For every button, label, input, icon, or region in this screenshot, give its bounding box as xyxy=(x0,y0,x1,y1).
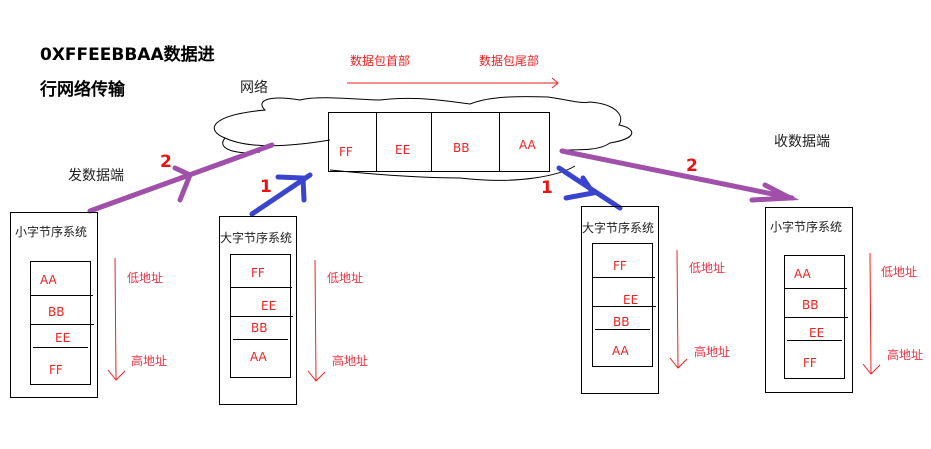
receiver-label: 收数据端 xyxy=(774,134,830,150)
system-title: 小字节序系统 xyxy=(15,225,88,239)
memory-block: AA BB EE FF xyxy=(784,255,848,379)
packet-tail-label: 数据包尾部 xyxy=(479,54,540,68)
memory-byte: AA xyxy=(794,267,811,281)
memory-block: AA BB EE FF xyxy=(30,261,94,385)
system-box: 小字节序系统 AA BB EE FF xyxy=(765,207,853,393)
memory-block: FF EE BB AA xyxy=(592,243,656,367)
network-label: 网络 xyxy=(240,80,268,96)
send-arrow-1 xyxy=(249,172,313,217)
system-title: 大字节序系统 xyxy=(582,221,655,235)
system-title: 大字节序系统 xyxy=(220,231,293,245)
high-address-label: 高地址 xyxy=(887,348,924,362)
memory-byte: BB xyxy=(613,315,630,329)
packet-byte: BB xyxy=(453,141,470,155)
step-number: 2 xyxy=(160,152,172,172)
receive-arrow-2 xyxy=(559,148,795,201)
network-packet: FF EE BB AA xyxy=(328,112,550,172)
memory-byte: BB xyxy=(251,321,268,335)
memory-byte: BB xyxy=(802,298,819,312)
memory-block: FF EE BB AA xyxy=(230,254,293,378)
memory-byte: AA xyxy=(612,344,629,358)
title-line-2: 行网络传输 xyxy=(40,80,125,100)
memory-byte: EE xyxy=(261,299,277,313)
memory-byte: FF xyxy=(613,259,627,273)
packet-byte: EE xyxy=(395,143,411,157)
memory-byte: AA xyxy=(40,273,57,287)
low-address-label: 低地址 xyxy=(881,265,918,279)
high-address-label: 高地址 xyxy=(694,345,731,359)
sender-label: 发数据端 xyxy=(68,168,124,184)
step-number: 1 xyxy=(260,177,272,197)
low-address-label: 低地址 xyxy=(127,271,164,285)
memory-byte: BB xyxy=(48,305,65,319)
memory-byte: FF xyxy=(251,266,265,280)
system-box: 大字节序系统 FF EE BB AA xyxy=(581,206,659,394)
step-number: 2 xyxy=(686,156,698,176)
low-address-label: 低地址 xyxy=(327,271,364,285)
packet-head-label: 数据包首部 xyxy=(350,54,411,68)
memory-byte: FF xyxy=(803,356,817,370)
system-title: 小字节序系统 xyxy=(770,220,843,234)
high-address-label: 高地址 xyxy=(332,354,369,368)
low-address-label: 低地址 xyxy=(689,261,726,275)
packet-byte: AA xyxy=(519,138,536,152)
memory-byte: EE xyxy=(55,331,71,345)
title-line-1: 0XFFEEBBAA数据进 xyxy=(40,45,215,65)
memory-byte: EE xyxy=(623,293,639,307)
system-box: 大字节序系统 FF EE BB AA xyxy=(219,216,297,405)
memory-byte: AA xyxy=(250,350,267,364)
system-box: 小字节序系统 AA BB EE FF xyxy=(10,212,98,398)
step-number: 1 xyxy=(541,178,553,198)
memory-byte: FF xyxy=(49,363,63,377)
memory-byte: EE xyxy=(809,326,825,340)
packet-byte: FF xyxy=(339,145,353,159)
send-arrow-2 xyxy=(87,142,275,214)
high-address-label: 高地址 xyxy=(131,354,168,368)
